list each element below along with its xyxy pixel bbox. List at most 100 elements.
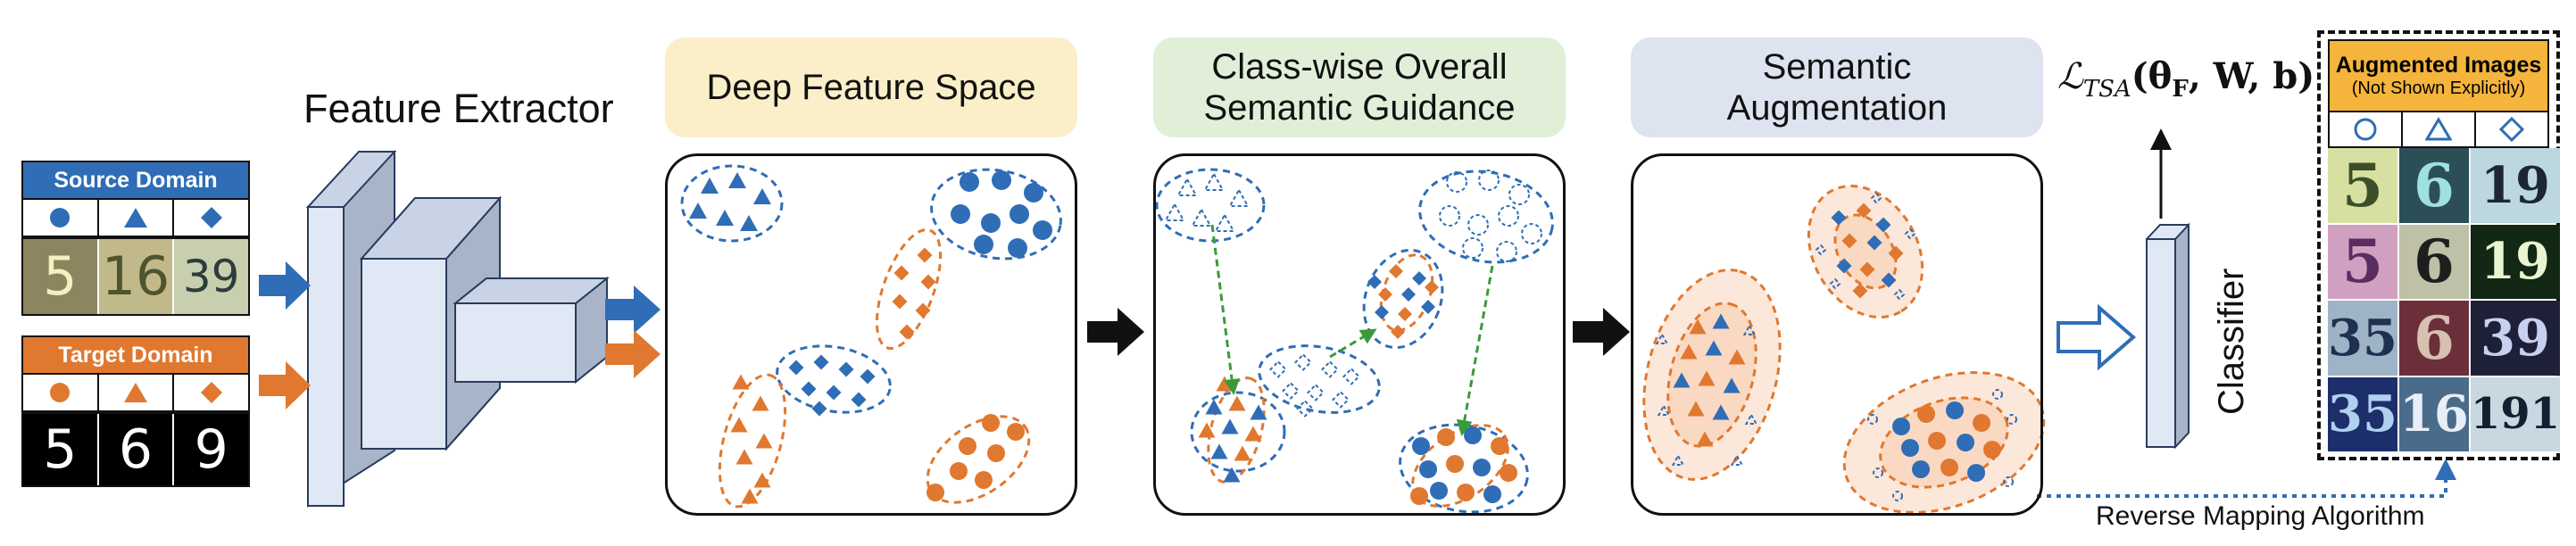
augmented-circle-marker: [1973, 414, 1990, 432]
circle-outline-symbol: [2330, 112, 2403, 146]
diamond-symbol: [174, 200, 248, 236]
augmented-diamond-outline-marker: [1870, 192, 1882, 204]
augmented-triangle-cluster: [1642, 269, 1782, 481]
target-circle-marker: [1007, 423, 1025, 441]
reverse-mapping-label: Reverse Mapping Algorithm: [2096, 501, 2425, 531]
augmented-triangle-marker: [1698, 370, 1716, 386]
augmented-circle-outline-marker: [1892, 491, 1903, 501]
target-circle-marker: [950, 462, 968, 480]
triangle-symbol: [99, 375, 175, 410]
augmented-diamond-marker: [1888, 245, 1904, 261]
target-output-arrow: [605, 330, 661, 378]
augmented-triangle-marker: [1705, 340, 1723, 356]
mixed-triangle-marker: [1228, 395, 1246, 411]
source-circle-outline-marker: [1508, 184, 1530, 205]
semantic-guidance-tag: Class-wise Overall Semantic Guidance: [1153, 37, 1566, 137]
augmented-diamond-marker: [1866, 235, 1882, 251]
target-triangle-marker: [730, 417, 748, 433]
source-circle-outline-marker: [1478, 170, 1500, 191]
target-circle-marker: [959, 437, 976, 455]
loss-subscript: TSA: [2082, 76, 2131, 103]
source-diamond-outline-marker: [1296, 400, 1314, 418]
augmented-triangle-inner: [1666, 302, 1757, 448]
mixed-triangle-marker: [1221, 418, 1239, 434]
augmented-circle-outline-marker: [2007, 414, 2017, 425]
augmented-image-cell: 191: [2470, 376, 2561, 451]
source-triangle-cluster: [680, 164, 784, 243]
loss-args-subscript: F: [2172, 76, 2189, 103]
augmented-image-cell: 35: [2328, 376, 2397, 451]
target-triangle-marker: [732, 374, 750, 390]
source-triangle-outline-marker: [1203, 171, 1225, 191]
augmented-diamond-marker: [1841, 233, 1857, 249]
augmented-diamond-outline-marker: [1904, 228, 1916, 240]
source-diamond-marker: [826, 385, 842, 401]
loss-args-rest: , W, b): [2188, 55, 2315, 97]
augmented-images-title: Augmented Images: [2335, 53, 2542, 78]
loss-symbol: ℒ: [2057, 56, 2083, 97]
mixed-circle-marker: [1500, 464, 1517, 482]
mixed-diamond-marker: [1367, 275, 1382, 289]
mixed-circle-marker: [1419, 460, 1437, 478]
triangle-symbol: [99, 200, 175, 236]
mixed-circle-marker: [1464, 426, 1482, 444]
source-diamond-marker: [813, 354, 829, 370]
augmented-image-cell: 19: [2470, 224, 2561, 299]
augmented-circle-outline-marker: [2003, 476, 2014, 487]
augmented-circle-outline-marker: [1992, 389, 2003, 400]
augmented-circle-marker: [1892, 418, 1910, 435]
source-image-5: 5: [23, 239, 99, 314]
source-circle-marker: [974, 235, 993, 254]
target-domain-title: Target Domain: [21, 335, 250, 375]
source-circle-outline-marker: [1467, 214, 1489, 236]
source-diamond-outline-marker: [1321, 360, 1339, 378]
augmented-circle-marker: [1983, 441, 2001, 459]
augmented-images-symbols: [2328, 111, 2549, 148]
augmented-image-cell: 5: [2328, 148, 2397, 223]
augmented-triangle-marker: [1712, 313, 1730, 329]
source-image-16: 16: [98, 239, 175, 314]
source-circle-marker: [960, 172, 979, 192]
mixed-diamond-marker: [1412, 271, 1426, 285]
target-diamond-marker: [920, 274, 936, 290]
source-triangle-outline-marker: [1191, 207, 1212, 227]
target-circle-marker: [987, 444, 1005, 462]
augmented-circle-outline-marker: [1873, 467, 1883, 478]
augmented-triangle-outline-marker: [1730, 453, 1744, 466]
mixed-circle-marker: [1491, 437, 1508, 455]
mixed-diamond-marker: [1389, 264, 1403, 278]
source-circle-marker: [1024, 183, 1043, 203]
target-image-9: 9: [174, 414, 248, 485]
augmented-triangle-marker: [1728, 349, 1746, 365]
target-triangle-marker: [752, 395, 769, 411]
augmented-triangle-marker: [1680, 343, 1698, 360]
source-diamond-marker: [860, 368, 876, 385]
augmented-circle-marker: [1940, 459, 1958, 476]
augmented-image-cell: 6: [2398, 224, 2469, 299]
source-circle-marker: [981, 213, 1001, 233]
augmented-triangle-outline-marker: [1655, 332, 1669, 344]
source-triangle-marker: [740, 215, 758, 231]
source-diamond-outline-marker: [1307, 384, 1325, 401]
source-triangle-marker: [728, 172, 746, 188]
augmented-image-cell: 6: [2398, 148, 2469, 223]
source-circle-prototype-cluster: [1418, 170, 1554, 264]
augmented-diamond-outline-marker: [1815, 244, 1827, 256]
source-diamond-outline-marker: [1332, 391, 1350, 409]
source-triangle-outline-marker: [1214, 212, 1235, 232]
augmented-circle-marker: [1957, 434, 1974, 451]
target-circle-marker: [975, 471, 993, 489]
source-diamond-outline-marker: [1342, 368, 1360, 385]
feature-extractor-block-3: [453, 276, 610, 385]
mixed-circle-marker: [1430, 482, 1448, 500]
augmented-diamond-marker: [1881, 272, 1897, 288]
mixed-triangle-marker: [1205, 399, 1223, 415]
stage-arrow-2: [1573, 308, 1630, 356]
source-diamond-cluster: [776, 344, 892, 414]
augmented-circle-marker: [1946, 401, 1964, 419]
mixed-diamond-marker: [1391, 325, 1405, 339]
mixed-diamond-marker: [1401, 287, 1416, 302]
semantic-guidance-line1: Class-wise Overall: [1211, 47, 1508, 87]
target-circle-marker: [982, 414, 1000, 432]
